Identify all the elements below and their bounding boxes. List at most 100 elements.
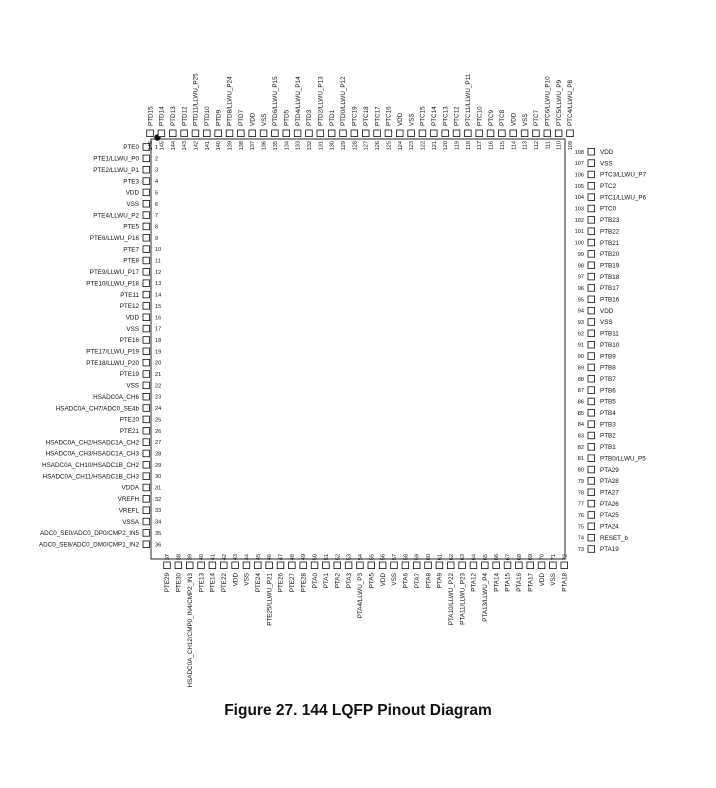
pin-144-label: PTD13 — [170, 106, 177, 126]
pin-27-number: 27 — [155, 440, 161, 446]
pin-106-label: PTC3/LLWU_P7 — [600, 172, 647, 179]
pin-73-pad — [587, 545, 595, 553]
pin-132-pad — [305, 129, 313, 137]
pin-5-number: 5 — [155, 190, 158, 196]
pin-9-label: PTE6/LLWU_P16 — [90, 235, 140, 242]
pin-72-pad — [560, 561, 568, 569]
pin-127-pad — [361, 129, 370, 137]
pin-71-label: VSS — [550, 573, 557, 586]
pin-142-number: 142 — [193, 141, 199, 150]
pin-40-number: 40 — [199, 554, 205, 560]
pin-115-number: 115 — [500, 141, 506, 150]
pin-47-pad — [276, 561, 285, 569]
pin-76-number: 76 — [578, 513, 584, 519]
pin-92-number: 92 — [578, 331, 584, 337]
pin-28-label: HSADC0A_CH3/HSADC1A_CH3 — [46, 451, 140, 458]
pin-65-number: 65 — [483, 554, 489, 560]
pin-90-label: PTB9 — [600, 353, 616, 360]
pin-34-label: VSSA — [122, 519, 140, 526]
pin-135-label: PTD6/LLWU_P15 — [272, 76, 279, 126]
pin-45-label: PTE24 — [255, 573, 262, 593]
pin-97-label: PTB18 — [600, 274, 620, 281]
pin-55-pad — [367, 561, 375, 569]
pin-59-label: PTA7 — [414, 573, 421, 589]
pin-44-label: VSS — [244, 573, 251, 586]
pin-103-number: 103 — [575, 207, 584, 213]
pin-42-label: PTE22 — [221, 573, 228, 593]
pin-99-number: 99 — [578, 252, 584, 258]
pin-117-label: PTC10 — [476, 106, 483, 126]
pin-74-number: 74 — [578, 536, 584, 542]
pin-79-pad — [587, 477, 595, 485]
pin-15-pad — [142, 302, 150, 310]
pin-14-number: 14 — [155, 293, 161, 299]
pin-45-number: 45 — [256, 554, 262, 560]
pin-137-number: 137 — [250, 141, 256, 150]
pin-62-pad — [447, 561, 455, 569]
pin-127-label: PTC18 — [363, 106, 370, 126]
pin-8-number: 8 — [155, 224, 158, 230]
pin-123-label: VSS — [408, 113, 415, 126]
pin-16-number: 16 — [155, 315, 161, 321]
pin-118-label: PTC11/LLWU_P11 — [465, 73, 472, 126]
pin-130-label: PTD1 — [329, 109, 336, 126]
pin-12-number: 12 — [155, 270, 161, 276]
pin-33-label: VREFL — [119, 507, 140, 514]
pin-14-pad — [142, 290, 150, 299]
pin-136-pad — [259, 129, 268, 137]
pin-135-pad — [271, 129, 279, 137]
pin-140-label: PTD9 — [215, 109, 222, 126]
pin-132-label: PTD3 — [306, 109, 313, 126]
pin-123-pad — [407, 129, 415, 137]
pin-93-number: 93 — [578, 320, 584, 326]
pin-109-number: 109 — [568, 141, 574, 150]
pin-128-number: 128 — [352, 141, 358, 150]
pin-31-number: 31 — [155, 486, 161, 492]
pin-86-number: 86 — [578, 399, 584, 405]
pin-7-label: PTE4/LLWU_P2 — [93, 212, 139, 219]
pin-119-label: PTC12 — [454, 106, 461, 126]
pin-25-label: PTE20 — [120, 417, 140, 424]
pin-116-pad — [486, 129, 495, 137]
pin-82-pad — [587, 443, 595, 451]
pin-76-label: PTA25 — [600, 512, 619, 519]
pin-125-number: 125 — [386, 141, 392, 150]
pin-19-number: 19 — [155, 349, 161, 355]
pin-11-pad — [142, 256, 150, 265]
pin-72-number: 72 — [562, 554, 568, 560]
pin-56-label: VDD — [380, 573, 387, 587]
pin-142-label: PTD11/LLWU_P25 — [193, 73, 200, 126]
pin-110-label: PTC5/LLWU_P9 — [556, 79, 563, 126]
pin-59-number: 59 — [415, 554, 421, 560]
pin-122-number: 122 — [420, 141, 426, 150]
pin-131-label: PTD2/LLWU_P13 — [318, 76, 325, 126]
pin-100-label: PTB21 — [600, 240, 620, 247]
pin-63-pad — [458, 561, 466, 569]
pin-85-number: 85 — [578, 411, 584, 417]
pin-29-number: 29 — [155, 463, 161, 469]
pin-119-number: 119 — [455, 141, 461, 150]
pin-99-label: PTB20 — [600, 251, 620, 258]
pin-75-label: PTA24 — [600, 524, 619, 531]
pin-41-pad — [208, 561, 217, 569]
pin-31-label: VDDA — [122, 485, 140, 492]
pin-26-number: 26 — [155, 429, 161, 435]
pin-32-pad — [142, 495, 150, 503]
pin-75-number: 75 — [578, 524, 584, 530]
pin-26-pad — [142, 427, 150, 435]
pin-117-pad — [475, 129, 483, 137]
pin-30-number: 30 — [155, 474, 161, 480]
pin-73-label: PTA19 — [600, 546, 619, 553]
pin-36-pad — [142, 540, 150, 548]
pin-10-label: PTE7 — [123, 246, 139, 253]
pin-36-label: ADC0_SE8/ADC0_DM0/CMP1_IN2 — [39, 541, 140, 548]
pin-51-number: 51 — [324, 554, 330, 560]
pin-36-number: 36 — [155, 542, 161, 548]
pin-140-pad — [214, 129, 222, 137]
pin-29-label: HSADC0A_CH10/HSADC1B_CH2 — [42, 462, 139, 469]
pin-52-pad — [333, 561, 341, 569]
pin-116-label: PTC9 — [488, 109, 495, 126]
pin-93-pad — [587, 318, 595, 326]
pin-67-label: PTA15 — [505, 573, 512, 592]
pin-121-pad — [430, 129, 438, 137]
